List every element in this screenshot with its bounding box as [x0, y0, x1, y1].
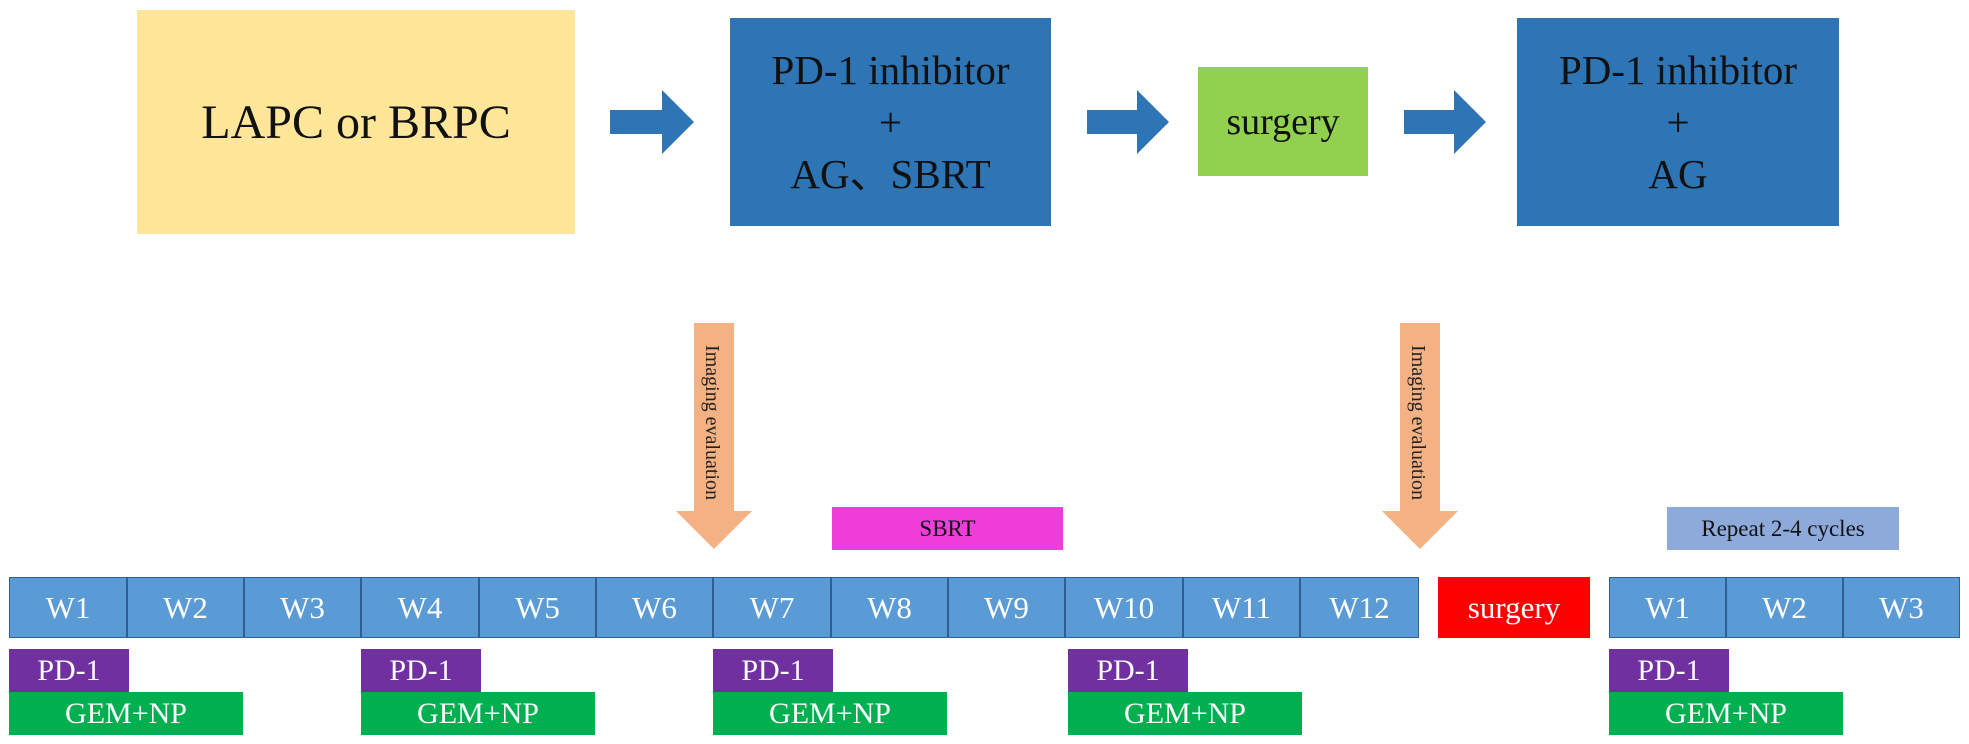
week-label: W1: [1645, 589, 1690, 625]
week-label: W2: [1762, 589, 1807, 625]
week-label: W4: [397, 589, 443, 625]
treatment-box-adjuvant: PD-1 inhibitor + AG: [1517, 18, 1839, 226]
week-label: W8: [867, 589, 912, 625]
week-label: W9: [984, 589, 1029, 625]
gem-label: GEM+NP: [1665, 696, 1787, 730]
gem-np-dose: GEM+NP: [9, 692, 243, 735]
week-label: W7: [749, 589, 795, 625]
gem-np-dose: GEM+NP: [361, 692, 595, 735]
sbrt-label: SBRT: [919, 515, 976, 541]
gem-label: GEM+NP: [417, 696, 539, 730]
start-box-lapc-or-brpc: LAPC or BRPC: [137, 10, 575, 234]
week-cell: W2: [127, 577, 244, 638]
flow-arrow-2: [1087, 90, 1169, 154]
week-cell: W10: [1065, 577, 1183, 638]
week-cell: W11: [1183, 577, 1300, 638]
evaluation-label-1: Imaging evaluation: [701, 345, 723, 500]
week-cell: W2: [1726, 577, 1843, 638]
evaluation-arrow-1: [676, 323, 752, 549]
surgery-bar: surgery: [1438, 577, 1590, 638]
week-label: W11: [1211, 589, 1272, 625]
week-label: W5: [515, 589, 560, 625]
flow-arrow-1: [610, 90, 694, 154]
surgery-box-label: surgery: [1226, 100, 1340, 143]
treatment-box-1-line2: +: [878, 99, 903, 145]
treatment-box-2-line3: AG: [1648, 151, 1708, 197]
week-cell: W1: [1609, 577, 1726, 638]
treatment-box-1-line1: PD-1 inhibitor: [771, 47, 1010, 93]
gem-np-dose: GEM+NP: [1609, 692, 1843, 735]
pd1-dose: PD-1: [1609, 649, 1729, 692]
week-label: W3: [280, 589, 325, 625]
week-label: W10: [1093, 589, 1155, 625]
week-cell: W8: [831, 577, 948, 638]
week-cell: W3: [1843, 577, 1960, 638]
pd1-label: PD-1: [741, 653, 805, 687]
pd1-label: PD-1: [1096, 653, 1160, 687]
week-label: W12: [1329, 589, 1390, 625]
week-cell: W12: [1300, 577, 1419, 638]
repeat-label: Repeat 2-4 cycles: [1701, 515, 1865, 541]
gem-np-dose: GEM+NP: [1068, 692, 1302, 735]
week-cell: W7: [713, 577, 831, 638]
pd1-dose: PD-1: [9, 649, 129, 692]
pd1-dose: PD-1: [361, 649, 481, 692]
surgery-bar-label: surgery: [1467, 589, 1561, 625]
week-label: W2: [163, 589, 208, 625]
gem-label: GEM+NP: [1124, 696, 1246, 730]
week-cell: W3: [244, 577, 361, 638]
treatment-box-2-line2: +: [1666, 99, 1690, 145]
pd1-label: PD-1: [389, 653, 453, 687]
pd1-dose: PD-1: [713, 649, 833, 692]
pd1-label: PD-1: [1637, 653, 1701, 687]
week-label: W1: [45, 589, 91, 625]
week-cell: W1: [9, 577, 127, 638]
week-label: W3: [1879, 589, 1924, 625]
pd1-dose: PD-1: [1068, 649, 1188, 692]
evaluation-label-2: Imaging evaluation: [1407, 345, 1429, 500]
week-cell: W4: [361, 577, 479, 638]
week-label: W6: [632, 589, 677, 625]
week-cell: W9: [948, 577, 1065, 638]
flow-arrow-3: [1404, 90, 1486, 154]
sbrt-bar: SBRT: [832, 507, 1063, 550]
gem-np-dose: GEM+NP: [713, 692, 947, 735]
week-cell: W5: [479, 577, 596, 638]
gem-label: GEM+NP: [769, 696, 891, 730]
evaluation-arrow-2: [1382, 323, 1458, 549]
repeat-cycles-bar: Repeat 2-4 cycles: [1667, 507, 1899, 550]
treatment-box-1-line3: AG、SBRT: [790, 151, 991, 197]
treatment-box-neoadjuvant: PD-1 inhibitor + AG、SBRT: [730, 18, 1051, 226]
gem-label: GEM+NP: [65, 696, 187, 730]
surgery-box: surgery: [1198, 67, 1368, 176]
start-box-label: LAPC or BRPC: [201, 95, 511, 149]
pd1-label: PD-1: [37, 653, 101, 687]
week-cell: W6: [596, 577, 713, 638]
treatment-box-2-line1: PD-1 inhibitor: [1558, 47, 1798, 93]
